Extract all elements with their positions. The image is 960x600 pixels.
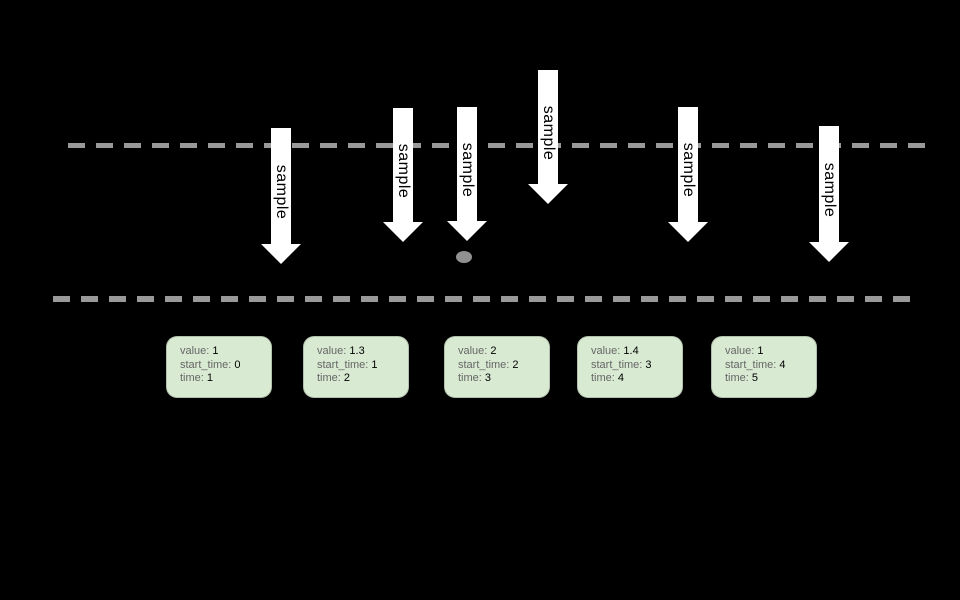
record-value-label: value: bbox=[725, 345, 755, 357]
sample-arrow: sample bbox=[668, 107, 708, 242]
record-start-time: 4 bbox=[779, 358, 786, 371]
record-start-time-row: start_time: 4 bbox=[725, 359, 810, 373]
record-card: value: 1.3 start_time: 1 time: 2 bbox=[303, 336, 409, 398]
record-start-time-row: start_time: 1 bbox=[317, 359, 402, 373]
record-start-time-label: start_time: bbox=[317, 358, 369, 371]
record-value: 1 bbox=[212, 345, 219, 357]
record-time: 4 bbox=[617, 372, 625, 384]
record-time: 5 bbox=[751, 372, 759, 384]
sample-arrow-label: sample bbox=[821, 162, 838, 218]
record-time-label: time: bbox=[180, 372, 204, 384]
record-card: value: 1 start_time: 0 time: 1 bbox=[166, 336, 272, 398]
down-arrow-icon bbox=[668, 107, 708, 242]
record-time-label: time: bbox=[458, 372, 482, 384]
record-value-label: value: bbox=[591, 345, 621, 357]
sample-arrow-label: sample bbox=[680, 143, 697, 198]
record-time: 3 bbox=[484, 372, 492, 384]
record-start-time: 2 bbox=[512, 358, 519, 371]
record-value-row: value: 1 bbox=[180, 345, 265, 359]
record-value: 2 bbox=[490, 345, 497, 357]
record-value: 1 bbox=[757, 345, 764, 357]
down-arrow-icon bbox=[528, 70, 568, 204]
record-time-row: time: 5 bbox=[725, 372, 810, 386]
record-value: 1.3 bbox=[349, 345, 365, 357]
record-time-label: time: bbox=[725, 372, 749, 384]
sample-arrow: sample bbox=[809, 126, 849, 262]
record-value-row: value: 2 bbox=[458, 345, 543, 359]
sample-arrow: sample bbox=[261, 128, 301, 264]
record-start-time: 0 bbox=[234, 358, 241, 371]
record-value: 1.4 bbox=[623, 345, 639, 357]
sample-point-dot bbox=[456, 251, 472, 263]
sample-arrow-label: sample bbox=[459, 142, 476, 198]
record-start-time-row: start_time: 3 bbox=[591, 359, 676, 373]
down-arrow-icon bbox=[261, 128, 301, 264]
down-arrow-icon bbox=[383, 108, 423, 242]
record-start-time-row: start_time: 2 bbox=[458, 359, 543, 373]
lower-dashed-line bbox=[53, 296, 910, 302]
record-time-label: time: bbox=[317, 372, 341, 384]
record-start-time-label: start_time: bbox=[725, 358, 777, 371]
record-value-row: value: 1.4 bbox=[591, 345, 676, 359]
sample-arrow: sample bbox=[528, 70, 568, 204]
record-time: 1 bbox=[206, 372, 214, 384]
record-time-row: time: 2 bbox=[317, 372, 402, 386]
record-time-label: time: bbox=[591, 372, 615, 384]
record-value-label: value: bbox=[317, 345, 347, 357]
record-time: 2 bbox=[343, 372, 351, 384]
record-card: value: 1 start_time: 4 time: 5 bbox=[711, 336, 817, 398]
record-start-time-label: start_time: bbox=[458, 358, 510, 371]
sample-arrow-label: sample bbox=[395, 143, 412, 199]
sample-arrow-label: sample bbox=[273, 164, 290, 220]
down-arrow-icon bbox=[809, 126, 849, 262]
sample-arrow: sample bbox=[447, 107, 487, 241]
record-start-time: 1 bbox=[371, 358, 378, 371]
sample-arrow: sample bbox=[383, 108, 423, 242]
upper-dashed-line bbox=[68, 143, 926, 148]
record-time-row: time: 3 bbox=[458, 372, 543, 386]
record-start-time-label: start_time: bbox=[180, 358, 232, 371]
record-value-label: value: bbox=[180, 345, 210, 357]
record-value-row: value: 1 bbox=[725, 345, 810, 359]
record-value-label: value: bbox=[458, 345, 488, 357]
record-card: value: 1.4 start_time: 3 time: 4 bbox=[577, 336, 683, 398]
record-value-row: value: 1.3 bbox=[317, 345, 402, 359]
record-start-time-label: start_time: bbox=[591, 358, 643, 371]
record-time-row: time: 4 bbox=[591, 372, 676, 386]
sample-arrow-label: sample bbox=[540, 105, 557, 161]
down-arrow-icon bbox=[447, 107, 487, 241]
record-start-time-row: start_time: 0 bbox=[180, 359, 265, 373]
record-time-row: time: 1 bbox=[180, 372, 265, 386]
record-card: value: 2 start_time: 2 time: 3 bbox=[444, 336, 550, 398]
record-start-time: 3 bbox=[645, 358, 652, 371]
